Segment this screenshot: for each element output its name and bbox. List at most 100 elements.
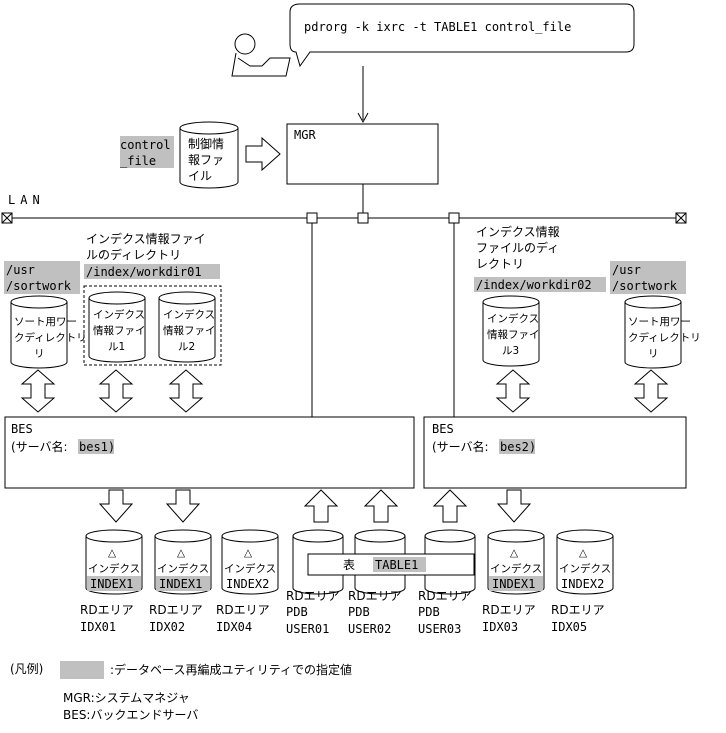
- index-info-1-line3: ル1: [108, 341, 125, 353]
- legend-highlight-swatch: [60, 661, 104, 679]
- right-dir-caption-line3: レクトリ: [476, 257, 524, 271]
- index-name-highlight: [489, 576, 543, 591]
- down-arrow-idx02: [165, 489, 201, 523]
- index-name: INDEX1: [90, 577, 133, 591]
- index-info-2-line1: インデクス: [163, 308, 215, 321]
- double-arrow-right-sort: [633, 369, 669, 413]
- left-dir-path: /index/workdir01: [86, 265, 202, 279]
- index-info-3-line3: ル3: [502, 345, 519, 357]
- command-to-mgr-arrowhead: [357, 112, 369, 124]
- bes2-server-suffix: ): [530, 440, 535, 454]
- legend-highlight-desc: :データベース再編成ユティリティでの指定値: [110, 662, 352, 677]
- index-name: INDEX2: [561, 577, 604, 591]
- pdb-label: PDB: [286, 605, 308, 619]
- index-rdarea-label: RDエリア: [216, 603, 270, 617]
- control-info-file-cylinder: 制御情 報ファ イル: [179, 121, 239, 189]
- legend-bes: BES:バックエンドサーバ: [63, 708, 198, 722]
- control-info-line1: 制御情: [188, 136, 224, 151]
- double-arrow-index-info-1: [98, 369, 134, 413]
- lan-terminator-left: [1, 212, 13, 224]
- index-rdarea-name: IDX02: [149, 620, 185, 634]
- up-arrow-user02: [363, 489, 399, 523]
- index-cylinder-label: インデクス: [490, 562, 542, 575]
- index-rdarea-label: RDエリア: [80, 603, 134, 617]
- index-cylinder-idx05: △ インデクス INDEX2: [556, 529, 614, 595]
- index-name: INDEX2: [226, 577, 269, 591]
- index-name: INDEX1: [159, 577, 202, 591]
- left-dir-dashed-group: [83, 285, 222, 366]
- index-cylinder-label: インデクス: [559, 562, 611, 575]
- index-info-file-3-cylinder: インデクス 情報ファイ ル3: [482, 295, 540, 367]
- index-rdarea-name: IDX04: [216, 620, 252, 634]
- index-name: INDEX1: [492, 577, 535, 591]
- lan-label: LAN: [8, 193, 45, 207]
- bes1-name-highlight: [78, 439, 114, 454]
- right-sortwork-highlight: [610, 261, 686, 294]
- user-operator-icon: [231, 33, 291, 77]
- index-info-file-1-cylinder: インデクス 情報ファイ ル1: [88, 291, 146, 363]
- index-info-2-line2: 情報ファイ: [163, 324, 216, 337]
- bes1-lan-node: [306, 212, 318, 224]
- command-text: pdrorg -k ixrc -t TABLE1 control_file: [304, 20, 571, 34]
- index-cylinder-idx03: △ インデクス INDEX1: [487, 529, 545, 595]
- left-sort-label-line2: クディレクトリ: [14, 331, 87, 344]
- table-name-highlight: [373, 557, 426, 572]
- index-info-3-line2: 情報ファイ: [487, 328, 540, 341]
- pdb-rdarea-label: RDエリア: [418, 589, 472, 603]
- left-sort-dir-cylinder: ソート用ワー クディレクトリ リ: [10, 295, 87, 369]
- control-file-line2: _file: [120, 154, 156, 168]
- index-rdarea-name: IDX05: [551, 620, 587, 634]
- right-sort-label-line3: リ: [648, 348, 659, 360]
- index-info-2-line3: ル2: [178, 341, 195, 353]
- pdb-area-name: USER02: [348, 622, 391, 636]
- pdb-rdarea-label: RDエリア: [286, 589, 340, 603]
- left-sort-label-line3: リ: [34, 348, 45, 360]
- legend-title: (凡例): [10, 662, 43, 676]
- left-dir-caption-line1: インデクス情報ファイ: [86, 231, 206, 246]
- index-triangle-mark: △: [579, 547, 588, 559]
- control-file-line1: control: [120, 138, 171, 152]
- control-file-highlight: [120, 136, 174, 168]
- right-dir-path-highlight: [474, 277, 606, 292]
- down-arrow-idx01: [98, 489, 134, 523]
- index-rdarea-name: IDX01: [80, 620, 116, 634]
- control-info-line3: イル: [188, 169, 212, 183]
- left-sortwork-line1: /usr: [6, 263, 35, 277]
- index-cylinder-label: インデクス: [88, 562, 140, 575]
- index-cylinder-label: インデクス: [157, 562, 209, 575]
- bes1-server-name: bes1: [79, 440, 108, 454]
- legend-mgr: MGR:システムマネジャ: [63, 691, 190, 705]
- command-callout: [289, 3, 635, 68]
- lan-terminator-right: [675, 212, 687, 224]
- left-sortwork-line2: /sortwork: [6, 279, 72, 293]
- right-sortwork-line1: /usr: [612, 263, 641, 277]
- mgr-box: [286, 123, 439, 185]
- index-cylinder-idx01: △ インデクス INDEX1: [85, 529, 143, 595]
- double-arrow-index-info-3: [495, 369, 531, 413]
- bes1-server-prefix: (サーバ名:: [11, 439, 68, 454]
- down-arrow-idx03: [496, 489, 532, 523]
- bes1-server-suffix: ): [109, 440, 114, 454]
- index-rdarea-label: RDエリア: [551, 603, 605, 617]
- index-name-highlight: [156, 576, 210, 591]
- mgr-label: MGR: [294, 128, 316, 142]
- bes2-label: BES: [432, 422, 454, 436]
- left-dir-path-highlight: [84, 264, 220, 279]
- control-file-to-mgr-arrow: [245, 136, 281, 172]
- double-arrow-index-info-2: [168, 369, 204, 413]
- pdb-label: PDB: [348, 605, 370, 619]
- index-triangle-mark: △: [510, 547, 519, 559]
- pdb-rdarea-label: RDエリア: [348, 589, 402, 603]
- right-sort-label-line2: クディレクトリ: [628, 331, 701, 344]
- left-dir-caption-line2: ルのディレクトリ: [86, 247, 181, 262]
- index-info-file-2-cylinder: インデクス 情報ファイ ル2: [158, 291, 216, 363]
- index-rdarea-name: IDX03: [482, 620, 518, 634]
- bes2-server-prefix: (サーバ名:: [432, 439, 489, 454]
- left-sortwork-highlight: [4, 261, 80, 294]
- index-triangle-mark: △: [108, 547, 117, 559]
- index-rdarea-label: RDエリア: [149, 603, 203, 617]
- index-info-1-line1: インデクス: [93, 308, 145, 321]
- pdb-area-name: USER03: [418, 622, 461, 636]
